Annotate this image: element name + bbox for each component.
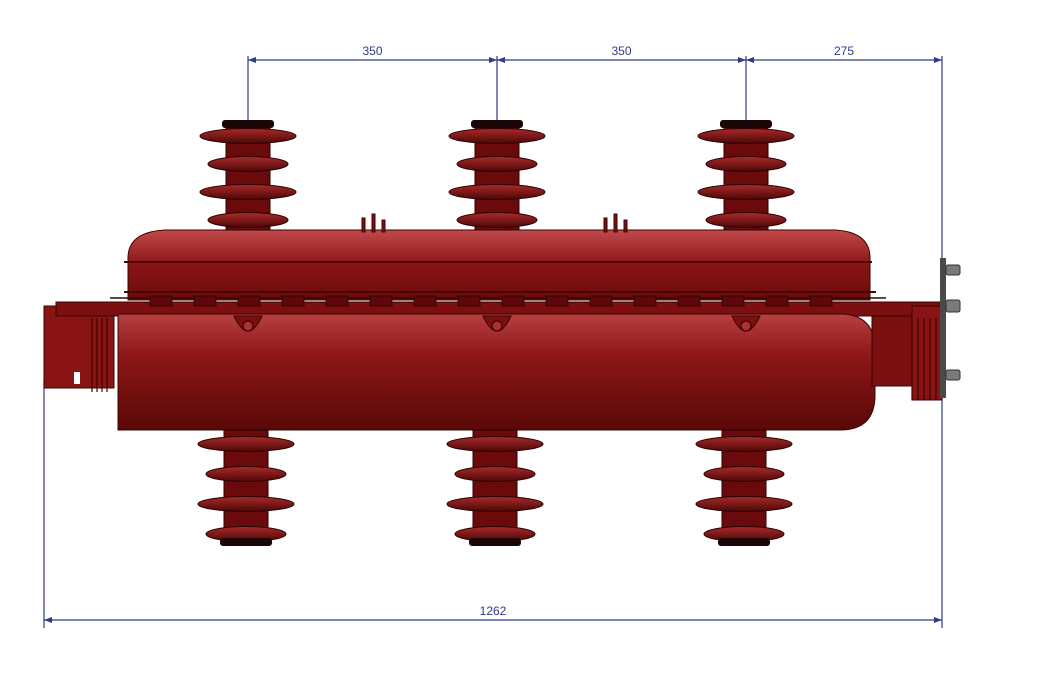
insulator <box>695 429 793 546</box>
dimension-arrow <box>497 57 505 63</box>
insulator-shed <box>446 496 544 512</box>
insulator-shed <box>205 466 287 482</box>
dimension-arrow <box>934 617 942 623</box>
insulator-shed <box>695 496 793 512</box>
flange-ribs <box>91 295 937 400</box>
dimension-arrow <box>934 57 942 63</box>
insulator-shed <box>446 436 544 452</box>
insulator-shed <box>207 212 289 228</box>
cover-tabs <box>361 213 628 233</box>
flange-rib <box>721 295 745 307</box>
dimension-label-top: 350 <box>362 44 382 58</box>
flange-rib <box>369 295 393 307</box>
flange-rib <box>545 295 569 307</box>
insulators <box>197 120 795 546</box>
insulator <box>448 120 546 231</box>
breaker-body <box>43 213 961 431</box>
insulator-shed <box>207 156 289 172</box>
dimension-label-top: 275 <box>834 44 854 58</box>
dimension-arrow <box>738 57 746 63</box>
insulator-terminal-cap <box>718 538 770 546</box>
insulator-terminal-cap <box>471 120 523 128</box>
pole-boss-hole <box>740 320 752 332</box>
dimension-arrow <box>489 57 497 63</box>
flange-rib <box>501 295 525 307</box>
insulator <box>199 120 297 231</box>
insulator-shed <box>705 212 787 228</box>
insulator-shed <box>454 466 536 482</box>
flange-rib <box>237 295 261 307</box>
flange-rib <box>413 295 437 307</box>
dimension-arrow <box>746 57 754 63</box>
dimension-label-overall: 1262 <box>480 604 507 618</box>
flange-rib <box>457 295 481 307</box>
insulator-terminal-cap <box>222 120 274 128</box>
upper-cover <box>127 229 871 301</box>
insulator-shed <box>448 128 546 144</box>
right-housing <box>871 315 913 387</box>
insulator-shed <box>197 496 295 512</box>
terminal-bolts <box>945 264 961 381</box>
insulator-shed <box>703 466 785 482</box>
dimension-arrow <box>248 57 256 63</box>
terminal-bosses <box>233 315 761 332</box>
pole-boss-hole <box>242 320 254 332</box>
dimension-lines: 350 350 275 1262 <box>43 44 943 628</box>
insulator-terminal-cap <box>720 120 772 128</box>
flange-rib <box>281 295 305 307</box>
left-bracket-slot <box>74 372 80 384</box>
insulator-shed <box>695 436 793 452</box>
flange-rib <box>633 295 657 307</box>
flange-rib <box>809 295 833 307</box>
flange-rib <box>149 295 173 307</box>
right-end-plate <box>911 305 943 401</box>
mounting-plate <box>940 258 946 398</box>
insulator <box>697 120 795 231</box>
insulator-shed <box>705 156 787 172</box>
insulator <box>446 429 544 546</box>
insulator-terminal-cap <box>220 538 272 546</box>
insulator-shed <box>199 128 297 144</box>
insulator-terminal-cap <box>469 538 521 546</box>
flange-rib <box>589 295 613 307</box>
pole-boss-hole <box>491 320 503 332</box>
insulator <box>197 429 295 546</box>
dimension-arrow <box>44 617 52 623</box>
flange-rib <box>677 295 701 307</box>
insulator-shed <box>456 212 538 228</box>
insulator-shed <box>697 184 795 200</box>
insulator-shed <box>697 128 795 144</box>
insulator-shed <box>199 184 297 200</box>
dimension-label-top: 350 <box>611 44 631 58</box>
flange-rib <box>325 295 349 307</box>
insulator-shed <box>448 184 546 200</box>
insulator-shed <box>197 436 295 452</box>
flange-rib <box>193 295 217 307</box>
insulator-shed <box>456 156 538 172</box>
flange-rib <box>765 295 789 307</box>
